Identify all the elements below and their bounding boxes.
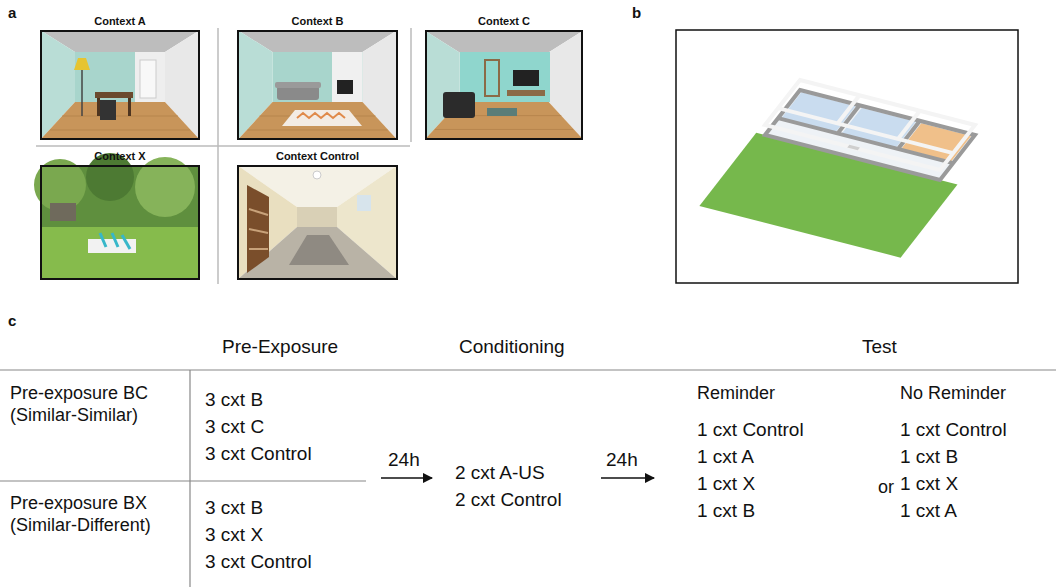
connector-word: or	[878, 477, 894, 499]
room-illustration-b	[238, 30, 398, 140]
row-header: Pre-exposure BC (Similar-Similar)	[10, 383, 182, 426]
context-title: Context B	[219, 15, 416, 28]
table-cell: 1 cxt A	[697, 446, 754, 469]
table-cell: 1 cxt Control	[697, 419, 804, 442]
context-title: Context Control	[219, 150, 416, 163]
column-header: Conditioning	[459, 336, 565, 359]
table-cell: 1 cxt B	[900, 446, 958, 469]
context-title: Context A	[22, 15, 218, 28]
table-cell: 3 cxt Control	[205, 551, 312, 574]
row-header: Pre-exposure BX (Similar-Different)	[10, 493, 186, 536]
context-frame: Context B	[237, 30, 398, 140]
context-frame: Context A	[40, 30, 200, 140]
table-cell: 1 cxt Control	[900, 419, 1007, 442]
table-cell: 3 cxt B	[205, 497, 263, 520]
interval-label: 24h	[388, 449, 420, 472]
table-cell: 2 cxt A-US	[455, 462, 545, 485]
subcolumn-header: No Reminder	[900, 383, 1006, 405]
context-title: Context C	[407, 15, 601, 28]
context-frame: Context Control	[237, 165, 398, 280]
interval-label: 24h	[606, 449, 638, 472]
column-header: Pre-Exposure	[222, 336, 338, 359]
table-cell: 1 cxt X	[900, 473, 958, 496]
context-frame: Context C	[425, 30, 583, 140]
context-title: Context X	[22, 150, 218, 163]
table-cell: 3 cxt B	[205, 389, 263, 412]
table-lines	[0, 370, 1056, 587]
garden-illustration-x	[34, 153, 200, 280]
panel-letter: c	[8, 312, 16, 330]
column-header: Test	[862, 336, 897, 359]
panel-letter: b	[632, 4, 641, 22]
subcolumn-header: Reminder	[697, 383, 775, 405]
table-cell: 2 cxt Control	[455, 489, 562, 512]
table-cell: 3 cxt Control	[205, 443, 312, 466]
corridor-illustration	[237, 165, 398, 280]
table-cell: 3 cxt C	[205, 416, 264, 439]
table-cell: 3 cxt X	[205, 524, 263, 547]
floor-plan-3d	[676, 30, 1018, 283]
room-illustration-c	[425, 31, 583, 140]
table-cell: 1 cxt A	[900, 500, 957, 523]
room-illustration-a	[40, 30, 200, 140]
table-cell: 1 cxt X	[697, 473, 755, 496]
table-cell: 1 cxt B	[697, 500, 755, 523]
context-frame: Context X	[40, 165, 200, 280]
panel-letter: a	[8, 4, 16, 22]
